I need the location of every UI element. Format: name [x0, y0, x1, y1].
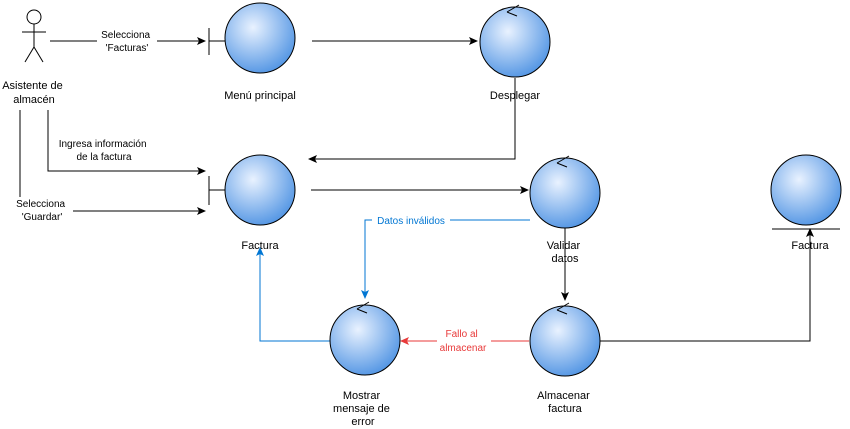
- node-label-factura-boundary: Factura: [241, 240, 279, 252]
- node-factura-boundary[interactable]: Factura: [208, 154, 296, 252]
- control-circle-icon: [529, 305, 601, 377]
- node-validar-datos[interactable]: Validar datos: [529, 155, 601, 265]
- edge-selecciona-guardar[interactable]: Selecciona 'Guardar': [13, 110, 206, 225]
- edge-selecciona-facturas[interactable]: Selecciona 'Facturas': [50, 27, 206, 55]
- node-label-validar-datos: Validar datos: [547, 240, 584, 265]
- control-arrow-icon: [556, 302, 570, 315]
- node-label-mostrar-mensaje: Mostrar mensaje de error: [333, 390, 393, 428]
- node-label-menu-principal: Menú principal: [224, 90, 296, 102]
- node-factura-entity[interactable]: Factura: [770, 154, 842, 252]
- edge-almacenar-entidad[interactable]: [600, 228, 814, 342]
- node-mostrar-mensaje[interactable]: Mostrar mensaje de error: [329, 301, 401, 428]
- edge-fallo-almacenar[interactable]: Fallo al almacenar: [400, 326, 529, 354]
- entity-circle-icon: [770, 154, 842, 226]
- actor-head-icon: [26, 9, 42, 25]
- edge-label-selecciona-facturas: Selecciona 'Facturas': [101, 30, 153, 54]
- edge-label-fallo-almacenar: Fallo al almacenar: [440, 329, 487, 354]
- edge-label-datos-invalidos: Datos inválidos: [377, 216, 445, 227]
- node-label-almacenar-factura: Almacenar factura: [537, 390, 593, 415]
- edge-datos-invalidos[interactable]: Datos inválidos: [361, 212, 530, 299]
- control-circle-icon: [479, 6, 551, 78]
- edge-label-selecciona-guardar: Selecciona 'Guardar': [16, 199, 68, 223]
- node-label-desplegar: Desplegar: [490, 90, 540, 102]
- boundary-circle-icon: [224, 2, 296, 74]
- actor-label: Asistente de almacén: [2, 80, 66, 106]
- edge-label-ingresa-informacion: Ingresa información de la factura: [59, 139, 150, 163]
- edge-mostrar-factura[interactable]: [256, 247, 330, 342]
- node-desplegar[interactable]: Desplegar: [479, 4, 551, 102]
- actor-asistente[interactable]: Asistente de almacén: [2, 9, 66, 106]
- node-menu-principal[interactable]: Menú principal: [208, 2, 296, 102]
- control-arrow-icon: [356, 301, 370, 314]
- edge-ingresa-informacion[interactable]: Ingresa información de la factura: [47, 110, 206, 175]
- control-arrow-icon: [556, 155, 570, 168]
- control-circle-icon: [529, 157, 601, 229]
- edge-desplegar-factura[interactable]: [308, 78, 516, 163]
- node-label-factura-entity: Factura: [791, 240, 829, 252]
- control-circle-icon: [329, 304, 401, 376]
- node-almacenar-factura[interactable]: Almacenar factura: [529, 302, 601, 415]
- control-arrow-icon: [506, 4, 520, 17]
- boundary-circle-icon: [224, 154, 296, 226]
